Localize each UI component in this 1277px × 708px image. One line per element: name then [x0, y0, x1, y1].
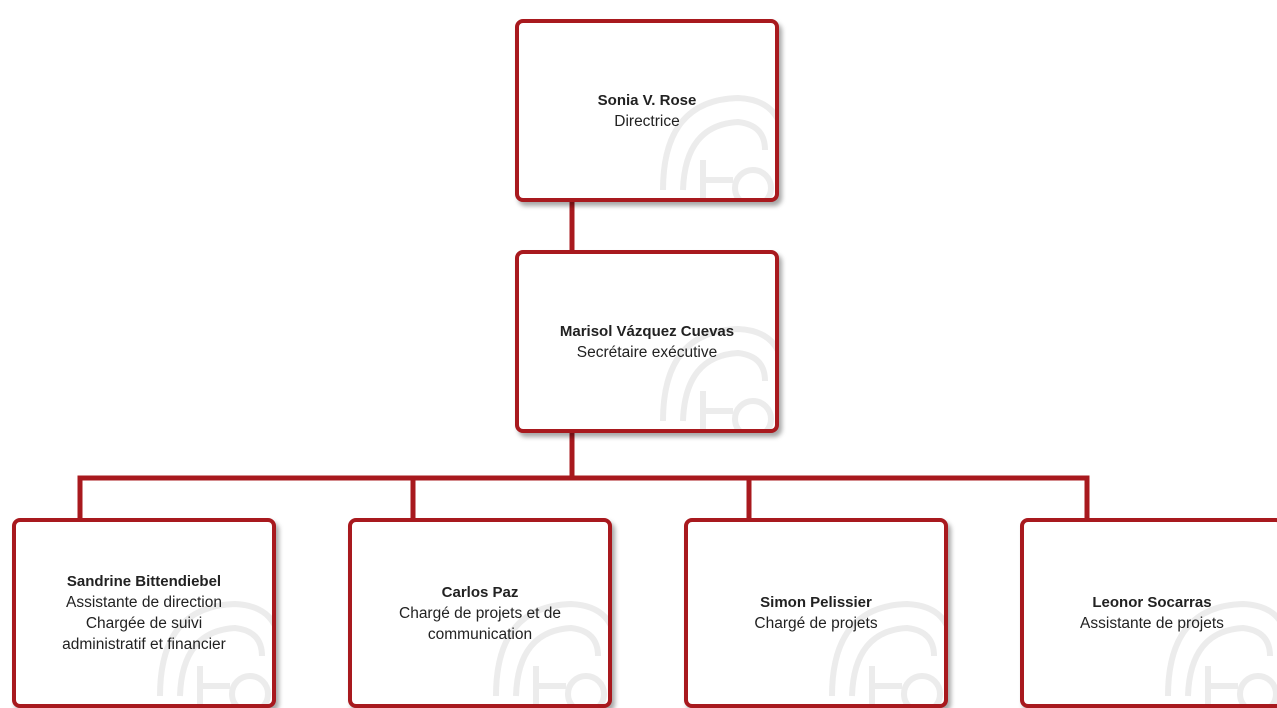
node-role: Secrétaire exécutive: [576, 343, 718, 361]
node-role-line: Chargée de suivi: [85, 615, 203, 632]
node-name: Leonor Socarras: [1092, 594, 1212, 611]
node-role-line: Assistante de direction: [66, 594, 222, 611]
org-node-staff: Simon Pelissier Chargé de projets: [684, 518, 948, 708]
org-node-director: Sonia V. Rose Directrice: [515, 19, 779, 202]
org-node-secretary: Marisol Vázquez Cuevas Secrétaire exécut…: [515, 250, 779, 433]
node-role-line: Chargé de projets et de: [399, 604, 561, 622]
node-role: Directrice: [614, 112, 680, 130]
node-role-line: administratif et financier: [62, 636, 226, 653]
node-role-line: communication: [427, 625, 533, 643]
org-node-staff: Carlos Paz Chargé de projets et de commu…: [348, 518, 612, 708]
node-name: Sandrine Bittendiebel: [66, 573, 222, 590]
node-role-line: Assistante de projets: [1080, 615, 1224, 632]
org-node-staff: Leonor Socarras Assistante de projets: [1020, 518, 1277, 708]
node-name: Sonia V. Rose: [597, 91, 697, 109]
org-node-staff: Sandrine Bittendiebel Assistante de dire…: [12, 518, 276, 708]
node-role-line: Chargé de projets: [754, 615, 878, 632]
node-name: Marisol Vázquez Cuevas: [559, 322, 735, 340]
node-name: Carlos Paz: [441, 583, 519, 601]
node-name: Simon Pelissier: [760, 594, 872, 611]
